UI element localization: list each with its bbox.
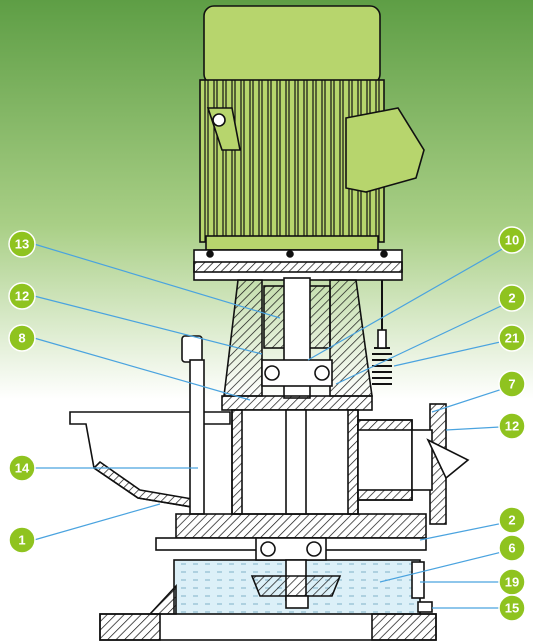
callout-label: 14 (15, 461, 30, 476)
callout-marker-15: 15 (498, 594, 526, 622)
callout-label: 12 (15, 289, 29, 304)
callout-label: 21 (505, 331, 519, 346)
callout-circle (8, 230, 36, 258)
lifting-eye-hole (212, 113, 226, 127)
callout-label: 15 (505, 601, 519, 616)
callout-label: 6 (508, 541, 515, 556)
callout-circle (498, 506, 526, 534)
drain-plug (417, 601, 433, 613)
callout-marker-6: 6 (498, 534, 526, 562)
callout-marker-8: 8 (8, 324, 36, 352)
callout-circle (8, 282, 36, 310)
callout-label: 8 (18, 331, 25, 346)
callout-label: 7 (508, 377, 515, 392)
callout-marker-2: 2 (498, 506, 526, 534)
oil-cup (181, 335, 203, 363)
check-valve (426, 438, 470, 480)
callout-label: 2 (508, 291, 515, 306)
callout-label: 1 (18, 533, 25, 548)
callout-circle (498, 370, 526, 398)
callout-circle (498, 226, 526, 254)
callout-label: 2 (508, 513, 515, 528)
callout-markers: 13 12 8 14 1 10 2 21 7 12 2 6 19 15 (8, 226, 526, 622)
callout-marker-13: 13 (8, 230, 36, 258)
callout-marker-1: 1 (8, 526, 36, 554)
callout-marker-21: 21 (498, 324, 526, 352)
callout-marker-14: 14 (8, 454, 36, 482)
callout-circle (498, 412, 526, 440)
impeller (250, 575, 342, 597)
callout-marker-7: 7 (498, 370, 526, 398)
motor (199, 5, 425, 251)
callout-label: 12 (505, 419, 519, 434)
callout-label: 10 (505, 233, 519, 248)
motor-flange-hatch (193, 261, 403, 273)
callout-marker-19: 19 (498, 568, 526, 596)
shaft-middle (285, 409, 307, 515)
motor-stool (181, 249, 403, 399)
callout-label: 13 (15, 237, 29, 252)
callout-circle (498, 284, 526, 312)
discharge-branch (357, 419, 413, 501)
motor-flange-ring (205, 235, 379, 251)
lower-housing (99, 513, 437, 641)
callout-marker-2: 2 (498, 284, 526, 312)
callout-marker-12: 12 (498, 412, 526, 440)
callout-marker-12: 12 (8, 282, 36, 310)
callout-circle (8, 324, 36, 352)
callout-label: 19 (505, 575, 519, 590)
callout-circle (498, 594, 526, 622)
terminal-box (345, 107, 425, 193)
callout-circle (498, 534, 526, 562)
breather (377, 329, 387, 349)
motor-cap (203, 5, 381, 85)
pump-casing (69, 359, 470, 525)
callout-circle (8, 454, 36, 482)
callout-marker-10: 10 (498, 226, 526, 254)
level-gauge (411, 561, 425, 599)
callout-circle (498, 324, 526, 352)
lower-flange (175, 513, 427, 539)
callout-circle (8, 526, 36, 554)
